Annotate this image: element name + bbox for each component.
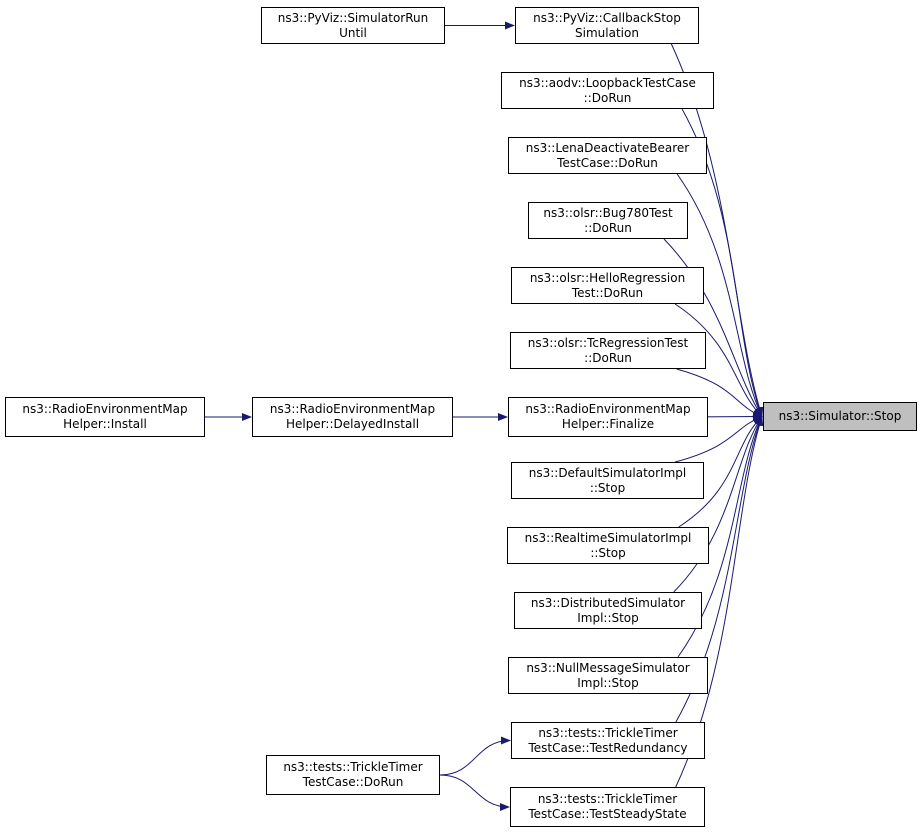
node-label-line: Helper::DelayedInstall bbox=[285, 417, 420, 431]
node-label-line: ns3::DistributedSimulator bbox=[530, 595, 686, 610]
node-label-line: TestCase::TestSteadyState bbox=[528, 807, 687, 821]
node-label-line: ns3::aodv::LoopbackTestCase bbox=[519, 75, 696, 90]
node-label-line: ns3::RadioEnvironmentMap bbox=[22, 402, 188, 416]
node-label-line: ::Stop bbox=[589, 480, 626, 495]
node-label-line: ns3::Simulator::Stop bbox=[778, 409, 902, 423]
node-label-line: Test::DoRun bbox=[571, 285, 644, 300]
edge-lena-to-stop bbox=[676, 173, 763, 418]
node-label-line: Helper::Finalize bbox=[561, 417, 655, 431]
edge-tcreg-to-stop bbox=[676, 368, 763, 417]
node-defimpl[interactable]: ns3::DefaultSimulatorImpl::Stop bbox=[511, 462, 704, 499]
node-label-line: Impl::Stop bbox=[577, 610, 639, 625]
node-label-line: Until bbox=[339, 25, 367, 40]
node-label-line: ns3::DefaultSimulatorImpl bbox=[528, 465, 687, 480]
edge-distimpl-to-stop bbox=[673, 415, 763, 593]
node-label-line: ::Stop bbox=[590, 545, 626, 560]
node-label-line: ns3::NullMessageSimulator bbox=[526, 660, 690, 675]
node-label-line: ns3::RadioEnvironmentMap bbox=[525, 402, 691, 416]
node-label-line: ns3::PyViz::CallbackStop bbox=[533, 10, 681, 25]
edge-rtimpl-to-stop bbox=[678, 415, 763, 528]
node-label-line: Impl::Stop bbox=[577, 675, 639, 690]
node-label-line: ns3::LenaDeactivateBearer bbox=[525, 140, 690, 155]
node-label-line: TestCase::DoRun bbox=[557, 155, 658, 170]
edge-hello-to-stop bbox=[674, 303, 763, 418]
node-label-line: ns3::tests::TrickleTimer bbox=[537, 792, 678, 806]
node-label-line: TestCase::TestRedundancy bbox=[528, 740, 688, 755]
edge-trickledorun-to-redund bbox=[439, 736, 511, 776]
node-label-line: ::DoRun bbox=[584, 220, 632, 235]
node-label-line: ::DoRun bbox=[584, 350, 632, 365]
node-label-line: ns3::olsr::HelloRegression bbox=[529, 270, 686, 285]
node-label-line: ns3::tests::TrickleTimer bbox=[283, 760, 423, 774]
node-label-line: ns3::RealtimeSimulatorImpl bbox=[524, 530, 692, 545]
edge-bug780-to-stop bbox=[663, 238, 763, 418]
edge-trickledorun-to-steady bbox=[439, 774, 510, 811]
node-rtimpl[interactable]: ns3::RealtimeSimulatorImpl::Stop bbox=[507, 527, 709, 564]
node-label-line: ns3::PyViz::SimulatorRun bbox=[277, 10, 429, 25]
node-stop[interactable]: ns3::Simulator::Stop bbox=[763, 402, 917, 431]
node-label-line: ns3::olsr::TcRegressionTest bbox=[527, 335, 689, 350]
node-label-line: ns3::olsr::Bug780Test bbox=[543, 205, 673, 220]
node-aodv[interactable]: ns3::aodv::LoopbackTestCase::DoRun bbox=[501, 72, 714, 109]
node-label-line: TestCase::DoRun bbox=[302, 775, 404, 789]
node-label-line: ns3::tests::TrickleTimer bbox=[538, 725, 678, 740]
node-label-line: ::DoRun bbox=[583, 90, 632, 105]
node-label-line: ns3::RadioEnvironmentMap bbox=[269, 402, 436, 416]
node-tcreg[interactable]: ns3::olsr::TcRegressionTest::DoRun bbox=[510, 332, 706, 369]
node-bug780[interactable]: ns3::olsr::Bug780Test::DoRun bbox=[528, 202, 688, 239]
node-label-line: Helper::Install bbox=[63, 417, 147, 431]
node-label-line: Simulation bbox=[575, 25, 639, 40]
